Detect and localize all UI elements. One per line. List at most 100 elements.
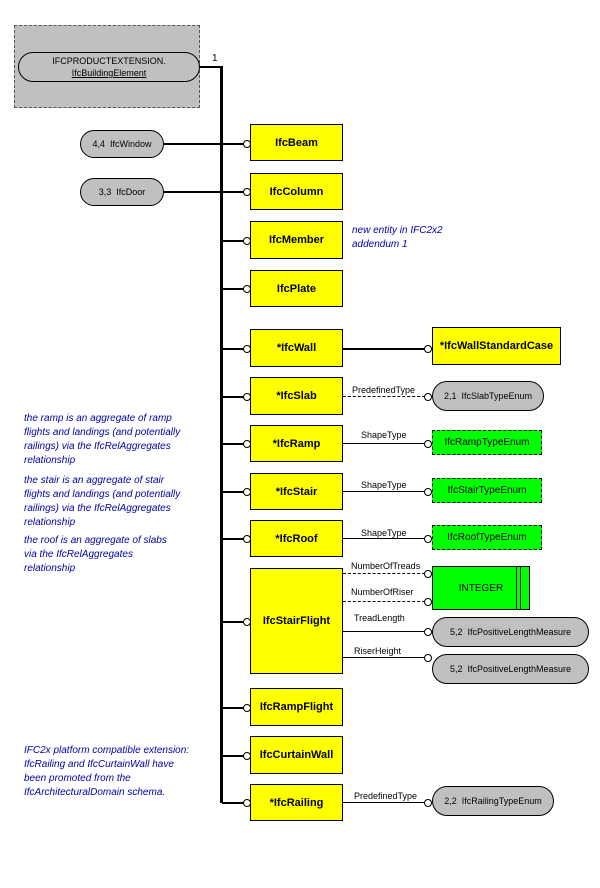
- entity-ifcrailing[interactable]: *IfcRailing: [250, 784, 343, 821]
- note-roof: the roof is an aggregate of slabs via th…: [24, 534, 167, 576]
- connector-member: [222, 240, 244, 242]
- note-platform: IFC2x platform compatible extension: Ifc…: [24, 744, 189, 800]
- trunk-line: [220, 66, 223, 803]
- stair-attr-label: ShapeType: [361, 480, 407, 490]
- circle-treadlength: [424, 628, 432, 636]
- ref-ifcwindow-name: IfcWindow: [110, 139, 152, 149]
- connector-railing: [222, 802, 244, 804]
- treadlength-label: TreadLength: [354, 613, 405, 623]
- riser-label: NumberOfRiser: [351, 587, 414, 597]
- note-roof-line: the roof is an aggregate of slabs: [24, 535, 167, 546]
- note-platform-line: been promoted from the: [24, 773, 131, 784]
- wall-subtype-connector: [343, 348, 425, 350]
- connector-ramp: [222, 443, 244, 445]
- slab-attr-label: PredefinedType: [352, 385, 416, 395]
- note-member-line: new entity in IFC2x2: [352, 225, 443, 236]
- entity-ifcrampflight[interactable]: IfcRampFlight: [250, 688, 343, 726]
- integer-type[interactable]: INTEGER: [432, 566, 530, 610]
- treadlength-type[interactable]: 5,2 IfcPositiveLengthMeasure: [432, 617, 589, 647]
- entity-ifcroof[interactable]: *IfcRoof: [250, 520, 343, 557]
- treadlength-attr-line: [343, 631, 425, 632]
- ref-ifcdoor[interactable]: 3,3 IfcDoor: [80, 178, 164, 206]
- note-member-line: addendum 1: [352, 239, 408, 250]
- riserheight-type-name: IfcPositiveLengthMeasure: [467, 664, 572, 674]
- ref-ifcwindow-connector: [164, 143, 221, 145]
- railing-attr-line: [343, 802, 425, 803]
- note-stair-line: relationship: [24, 517, 76, 528]
- entity-ifcstairflight[interactable]: IfcStairFlight: [250, 568, 343, 674]
- railing-enum[interactable]: 2,2 IfcRailingTypeEnum: [432, 786, 554, 816]
- treadlength-type-name: IfcPositiveLengthMeasure: [467, 627, 572, 637]
- note-roof-line: relationship: [24, 563, 76, 574]
- riserheight-attr-line: [343, 657, 425, 658]
- entity-ifccolumn[interactable]: IfcColumn: [250, 173, 343, 210]
- ref-ifcdoor-connector: [164, 191, 221, 193]
- roof-enum[interactable]: IfcRoofTypeEnum: [432, 525, 542, 550]
- circle-riser: [424, 598, 432, 606]
- cardinality-label: 1: [212, 53, 218, 64]
- integer-side-rule-1: [516, 566, 517, 610]
- entity-ifcwallstandardcase[interactable]: *IfcWallStandardCase: [432, 327, 561, 365]
- note-platform-line: IfcRailing and IfcCurtainWall have: [24, 759, 174, 770]
- ref-ifcdoor-name: IfcDoor: [116, 187, 146, 197]
- entity-ifccurtainwall[interactable]: IfcCurtainWall: [250, 736, 343, 774]
- note-ramp-line: railings) via the IfcRelAggregates: [24, 441, 171, 452]
- header-line1: IFCPRODUCTEXTENSION.: [52, 56, 166, 66]
- roof-attr-line: [343, 538, 425, 539]
- slab-enum[interactable]: 2,1 IfcSlabTypeEnum: [432, 381, 544, 411]
- riserheight-type[interactable]: 5,2 IfcPositiveLengthMeasure: [432, 654, 589, 684]
- riser-attr-line: [343, 601, 425, 603]
- entity-ifcbeam[interactable]: IfcBeam: [250, 124, 343, 161]
- slab-attr-line: [343, 396, 425, 398]
- note-ramp-line: flights and landings (and potentially: [24, 427, 181, 438]
- connector-stair: [222, 491, 244, 493]
- connector-slab: [222, 396, 244, 398]
- entity-ifcplate[interactable]: IfcPlate: [250, 270, 343, 307]
- entity-ifcwall[interactable]: *IfcWall: [250, 329, 343, 367]
- integer-side-rule-2: [520, 566, 521, 610]
- note-stair-line: flights and landings (and potentially: [24, 489, 181, 500]
- note-stair: the stair is an aggregate of stair fligh…: [24, 474, 180, 530]
- note-ramp: the ramp is an aggregate of ramp flights…: [24, 412, 180, 468]
- note-ramp-line: relationship: [24, 455, 76, 466]
- circle-slab-enum: [424, 393, 432, 401]
- roof-attr-label: ShapeType: [361, 528, 407, 538]
- railing-enum-num: 2,2: [444, 796, 457, 806]
- stair-enum[interactable]: IfcStairTypeEnum: [432, 478, 542, 503]
- note-member: new entity in IFC2x2 addendum 1: [352, 224, 443, 252]
- circle-stair-enum: [424, 488, 432, 496]
- treads-label: NumberOfTreads: [351, 561, 421, 571]
- railing-enum-name: IfcRailingTypeEnum: [461, 796, 542, 806]
- treadlength-num: 5,2: [449, 627, 463, 637]
- ramp-attr-line: [343, 443, 425, 444]
- connector-roof: [222, 538, 244, 540]
- entity-ifcstair[interactable]: *IfcStair: [250, 473, 343, 510]
- connector-rampflight: [222, 707, 244, 709]
- note-stair-line: the stair is an aggregate of stair: [24, 475, 165, 486]
- ref-ifcwindow[interactable]: 4,4 IfcWindow: [80, 130, 164, 158]
- note-stair-line: railings) via the IfcRelAggregates: [24, 503, 171, 514]
- connector-curtainwall: [222, 755, 244, 757]
- stair-attr-line: [343, 491, 425, 492]
- header-supertype-pill[interactable]: IFCPRODUCTEXTENSION. IfcBuildingElement: [18, 52, 200, 82]
- entity-ifcramp[interactable]: *IfcRamp: [250, 425, 343, 462]
- riserheight-label: RiserHeight: [354, 646, 402, 656]
- note-platform-line: IFC2x platform compatible extension:: [24, 745, 190, 756]
- circle-treads: [424, 570, 432, 578]
- circle-riserheight: [424, 654, 432, 662]
- connector-plate: [222, 288, 244, 290]
- railing-attr-label: PredefinedType: [354, 791, 418, 801]
- note-platform-line: IfcArchitecturalDomain schema.: [24, 787, 166, 798]
- connector-column: [222, 191, 244, 193]
- ramp-attr-label: ShapeType: [361, 430, 407, 440]
- treads-attr-line: [343, 573, 425, 575]
- circle-roof-enum: [424, 535, 432, 543]
- entity-ifcmember[interactable]: IfcMember: [250, 221, 343, 259]
- slab-enum-num: 2,1: [443, 391, 457, 401]
- riserheight-num: 5,2: [449, 664, 463, 674]
- ref-ifcwindow-num: 4,4: [92, 139, 105, 149]
- connector-wall: [222, 348, 244, 350]
- entity-ifcslab[interactable]: *IfcSlab: [250, 377, 343, 415]
- slab-enum-name: IfcSlabTypeEnum: [461, 391, 533, 401]
- ramp-enum[interactable]: IfcRampTypeEnum: [432, 430, 542, 455]
